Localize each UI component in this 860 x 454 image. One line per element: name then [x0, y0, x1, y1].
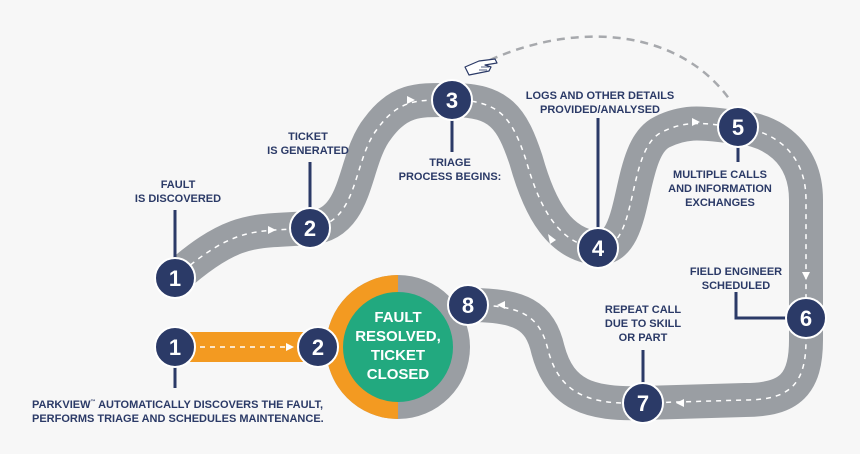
road-direction-arrows — [268, 96, 810, 407]
step-number: 1 — [169, 266, 181, 291]
shortcut-marker-start: 1 — [154, 326, 196, 368]
arrow-icon — [268, 226, 276, 234]
step-marker-3: 3 — [431, 79, 473, 121]
step-label-line: IS GENERATED — [267, 145, 349, 157]
step-label-line: TRIAGE — [429, 157, 471, 169]
shortcut-caption-line-1: PARKVIEW™ AUTOMATICALLY DISCOVERS THE FA… — [32, 399, 323, 411]
step-label-line: OR PART — [619, 332, 668, 344]
step-number: 2 — [304, 216, 316, 241]
brand-name: PARKVIEW — [32, 399, 91, 411]
step-label-line: PROVIDED/ANALYSED — [540, 104, 660, 116]
step-label-line: SCHEDULED — [702, 280, 771, 292]
step-marker-1: 1 — [154, 257, 196, 299]
shortcut-caption: PARKVIEW™ AUTOMATICALLY DISCOVERS THE FA… — [32, 399, 324, 425]
step-label-5: MULTIPLE CALLS AND INFORMATION EXCHANGES — [668, 169, 772, 209]
step-number: 4 — [592, 236, 605, 261]
step-label-7: REPEAT CALL DUE TO SKILL OR PART — [605, 304, 681, 344]
shortcut-start-number: 1 — [169, 335, 181, 360]
step-number: 8 — [462, 293, 474, 318]
arrow-icon — [286, 343, 294, 351]
shortcut-caption-line-2: PERFORMS TRIAGE AND SCHEDULES MAINTENANC… — [32, 413, 324, 425]
shortcut-end-number: 2 — [312, 335, 324, 360]
step-label-6: FIELD ENGINEER SCHEDULED — [690, 266, 782, 292]
road-center-dashes — [174, 99, 807, 404]
step-label-line: TICKET — [288, 131, 328, 143]
step-marker-2: 2 — [289, 207, 331, 249]
step-marker-5: 5 — [717, 106, 759, 148]
step-label-3: TRIAGE PROCESS BEGINS: — [399, 157, 502, 183]
step-label-line: REPEAT CALL — [605, 304, 681, 316]
step-marker-8: 8 — [447, 284, 489, 326]
step-label-line: AND INFORMATION — [668, 183, 772, 195]
step-label-line: MULTIPLE CALLS — [673, 169, 767, 181]
arrow-icon — [497, 301, 505, 309]
step-number: 6 — [800, 306, 812, 331]
step-label-line: PROCESS BEGINS: — [399, 171, 502, 183]
shortcut-marker-end: 2 — [297, 326, 339, 368]
step-label-line: FIELD ENGINEER — [690, 266, 782, 278]
step-label-line: EXCHANGES — [685, 197, 755, 209]
step-number: 3 — [446, 88, 458, 113]
step-number: 5 — [732, 115, 744, 140]
result-line-2: RESOLVED, — [355, 328, 441, 345]
result-line-1: FAULT — [374, 309, 421, 326]
label-connectors — [173, 116, 790, 388]
step-label-line: FAULT — [161, 179, 196, 191]
result-line-4: CLOSED — [367, 366, 430, 383]
step-label-line: IS DISCOVERED — [135, 193, 221, 205]
dashed-arc — [489, 35, 732, 101]
arrow-icon — [802, 272, 810, 280]
result-inner — [343, 292, 453, 402]
step-label-2: TICKET IS GENERATED — [267, 131, 349, 157]
result-line-3: TICKET — [371, 347, 425, 364]
arrow-icon — [676, 399, 684, 407]
arrow-icon — [407, 96, 415, 104]
caption-rest: AUTOMATICALLY DISCOVERS THE FAULT, — [95, 399, 323, 411]
step-label-line: LOGS AND OTHER DETAILS — [526, 90, 675, 102]
step-number: 7 — [637, 391, 649, 416]
step-marker-7: 7 — [622, 382, 664, 424]
arrow-icon — [692, 118, 700, 126]
trademark-symbol: ™ — [90, 399, 95, 405]
step-marker-6: 6 — [785, 297, 827, 339]
result-badge: FAULT RESOLVED, TICKET CLOSED — [326, 275, 470, 419]
step-marker-4: 4 — [577, 227, 619, 269]
arrow-icon — [548, 234, 556, 244]
step-label-4: LOGS AND OTHER DETAILS PROVIDED/ANALYSED — [526, 90, 675, 116]
connector-6 — [734, 292, 790, 320]
pointing-hand-icon — [464, 58, 498, 76]
step-label-line: DUE TO SKILL — [605, 318, 681, 330]
step-label-1: FAULT IS DISCOVERED — [135, 179, 221, 205]
